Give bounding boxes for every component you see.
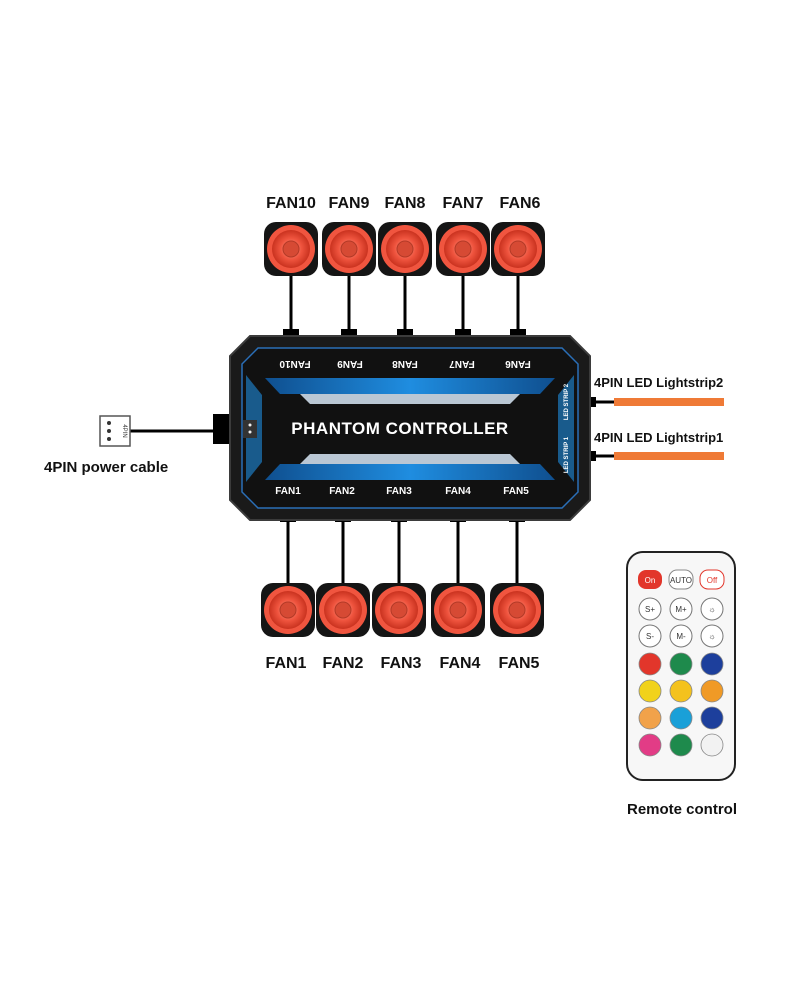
- fan-9: [322, 222, 376, 276]
- port-label: FAN10: [279, 358, 311, 369]
- brightness-up-icon: ☼: [708, 605, 715, 614]
- fan-6-label: FAN6: [499, 195, 541, 212]
- fan-6: [491, 222, 545, 276]
- brightness-down-icon: ☼: [708, 632, 715, 641]
- fan-4: [431, 583, 485, 637]
- fan-7-label: FAN7: [442, 195, 484, 212]
- remote-color-button: [638, 652, 662, 676]
- remote-mode-down-label: M-: [676, 632, 686, 641]
- remote-speed-up-label: S+: [645, 605, 655, 614]
- fan-3-label: FAN3: [380, 655, 422, 672]
- remote-color-buttons: [638, 652, 724, 757]
- remote-color-button: [669, 679, 693, 703]
- remote-control: On AUTO Off S+ M+ ☼ S- M- ☼: [626, 551, 736, 781]
- remote-color-button: [638, 706, 662, 730]
- power-cable-label: 4PIN power cable: [44, 459, 169, 476]
- fan-group-top: [264, 222, 545, 276]
- remote-color-button: [638, 679, 662, 703]
- fan-7: [436, 222, 490, 276]
- port-label: FAN3: [386, 486, 412, 497]
- remote-color-button: [669, 652, 693, 676]
- fan-5: [490, 583, 544, 637]
- remote-on-label: On: [645, 576, 656, 585]
- fan-9-label: FAN9: [328, 195, 370, 212]
- fan-4-label: FAN4: [439, 655, 481, 672]
- remote-color-button: [700, 706, 724, 730]
- fan-10: [264, 222, 318, 276]
- fan-10-label: FAN10: [266, 195, 316, 212]
- remote-auto-label: AUTO: [670, 576, 692, 585]
- remote-mode-up-label: M+: [675, 605, 687, 614]
- remote-off-label: Off: [707, 576, 718, 585]
- power-cable: 4PIN: [99, 414, 230, 447]
- remote-on-button: [638, 570, 662, 589]
- port-label: FAN5: [503, 486, 529, 497]
- remote-color-button: [669, 706, 693, 730]
- remote-color-button: [669, 733, 693, 757]
- lightstrip2-label: 4PIN LED Lightstrip2: [594, 375, 724, 390]
- lightstrip-1: [588, 451, 724, 461]
- fan-1: [261, 583, 315, 637]
- lightstrip1-label: 4PIN LED Lightstrip1: [594, 430, 724, 445]
- fan-group-bottom: [261, 583, 544, 637]
- fan-8-label: FAN8: [384, 195, 426, 212]
- power-connector-label: 4PIN: [121, 424, 127, 437]
- fan-1-label: FAN1: [265, 655, 307, 672]
- port-label: FAN2: [329, 486, 355, 497]
- remote-color-button: [700, 679, 724, 703]
- fan-5-label: FAN5: [498, 655, 540, 672]
- bottom-fan-cables: [280, 514, 525, 585]
- strip-port-2-label: LED STRIP 2: [564, 383, 570, 420]
- controller-top-ports: FAN10 FAN9 FAN8 FAN7 FAN6: [279, 358, 531, 369]
- controller-title: PHANTOM CONTROLLER: [291, 419, 508, 438]
- port-label: FAN7: [449, 358, 475, 369]
- fan-3: [372, 583, 426, 637]
- top-fan-cables: [283, 275, 526, 337]
- port-label: FAN8: [392, 358, 418, 369]
- power-connector-icon: [99, 415, 131, 447]
- remote-color-button: [638, 733, 662, 757]
- port-label: FAN1: [275, 486, 301, 497]
- port-label: FAN4: [445, 486, 471, 497]
- remote-auto-button: [668, 569, 694, 590]
- strip-port-1-label: LED STRIP 1: [564, 436, 570, 473]
- remote-speed-down-label: S-: [646, 632, 654, 641]
- lightstrip-2: [588, 397, 724, 407]
- port-label: FAN9: [337, 358, 363, 369]
- fan-2-label: FAN2: [322, 655, 364, 672]
- remote-off-button: [699, 569, 725, 590]
- phantom-controller: PHANTOM CONTROLLER FAN10 FAN9 FAN8 FAN7 …: [229, 335, 591, 521]
- remote-control-label: Remote control: [627, 801, 738, 818]
- fan-8: [378, 222, 432, 276]
- remote-color-button: [700, 733, 724, 757]
- port-label: FAN6: [505, 358, 531, 369]
- controller-bottom-ports: FAN1 FAN2 FAN3 FAN4 FAN5: [275, 486, 529, 497]
- fan-2: [316, 583, 370, 637]
- remote-color-button: [700, 652, 724, 676]
